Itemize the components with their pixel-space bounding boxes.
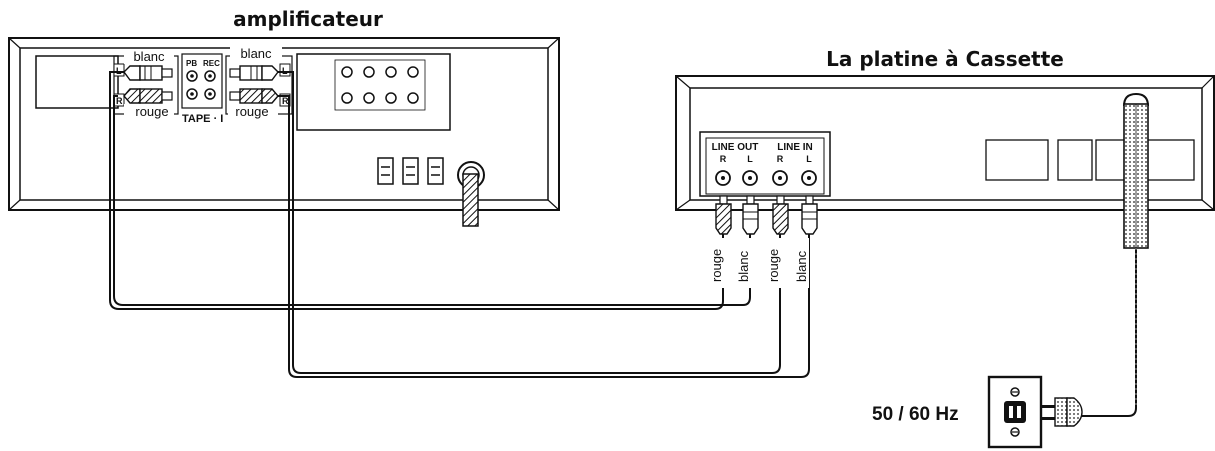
line-out-L: L <box>747 154 753 164</box>
audio-cables <box>109 71 810 378</box>
power-plug <box>1041 397 1083 427</box>
speaker-terminals <box>334 59 426 111</box>
tape-label: TAPE · I <box>182 113 223 125</box>
line-in-R: R <box>777 154 784 164</box>
cable-label-red-in: rouge <box>766 249 781 282</box>
right-plug-group: L R blanc rouge <box>225 46 293 119</box>
left-plug-group: L R blanc rouge <box>113 49 179 119</box>
deck-title: La platine à Cassette <box>826 47 1064 71</box>
cable-labels: rouge blanc rouge blanc <box>709 238 809 288</box>
right-white-label: blanc <box>240 46 272 61</box>
left-white-label: blanc <box>133 49 165 64</box>
deck-power-cord <box>1080 92 1149 417</box>
left-R-label: R <box>116 96 123 106</box>
line-out-label: LINE OUT <box>712 142 759 153</box>
left-red-label: rouge <box>135 104 168 119</box>
frequency-label: 50 / 60 Hz <box>872 404 959 425</box>
tape-jack-panel: PB REC TAPE · I <box>181 53 223 125</box>
right-R-label: R <box>282 96 289 106</box>
right-red-label: rouge <box>235 104 268 119</box>
line-out-R: R <box>720 154 727 164</box>
cable-label-white-in: blanc <box>794 250 809 282</box>
cable-label-white-out: blanc <box>736 250 751 282</box>
pb-label: PB <box>186 59 197 68</box>
deck-line-jacks: LINE OUT LINE IN R L R L <box>699 131 831 197</box>
rec-label: REC <box>203 59 220 68</box>
deck-plugs <box>715 195 818 235</box>
amplifier-title: amplificateur <box>233 7 383 31</box>
amplifier-power-cord <box>457 161 485 227</box>
ac-outlets <box>377 157 444 185</box>
cable-label-red-out: rouge <box>709 249 724 282</box>
wall-outlet <box>987 375 1043 449</box>
line-in-L: L <box>806 154 812 164</box>
line-in-label: LINE IN <box>777 142 813 153</box>
